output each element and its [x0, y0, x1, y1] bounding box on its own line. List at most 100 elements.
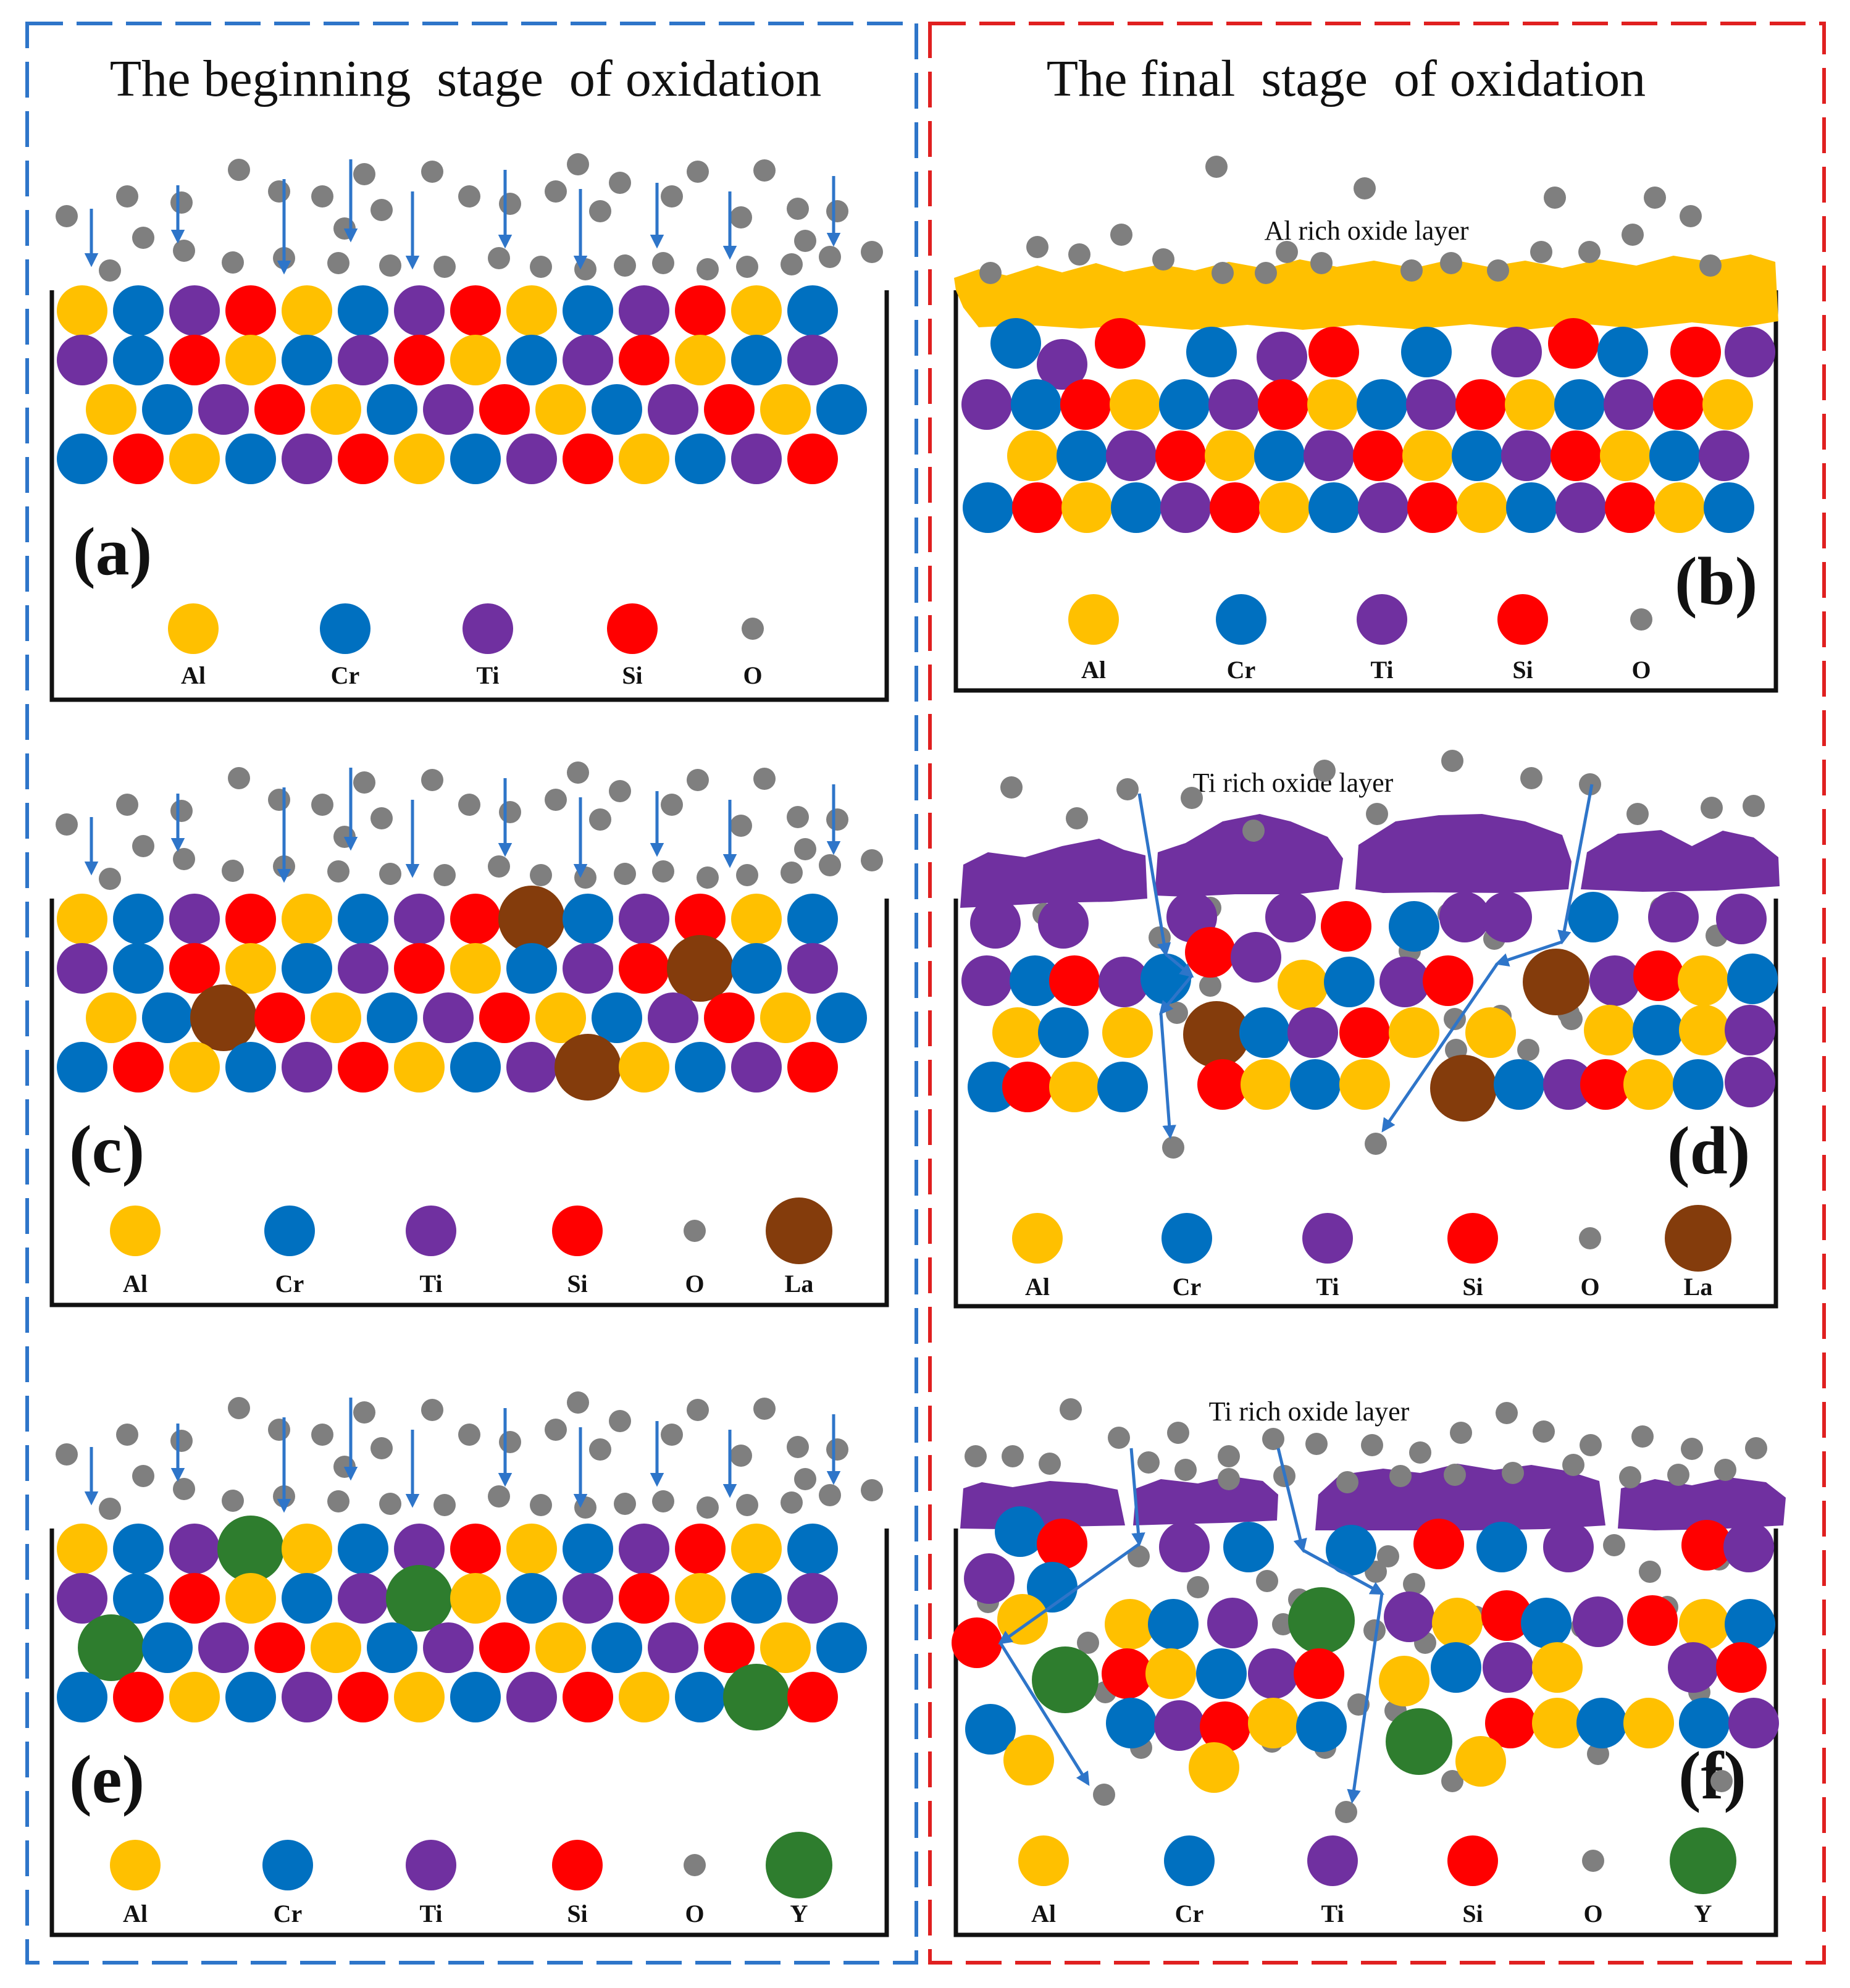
atom-cr: [282, 335, 332, 385]
oxygen-gas-atom-c: [614, 863, 636, 885]
atom-ti: [1555, 482, 1606, 533]
oxygen-gas-atom-f: [1363, 1619, 1386, 1642]
atom-cr: [1727, 954, 1778, 1004]
legend-swatch-b-ti: [1357, 594, 1407, 645]
atom-si: [1185, 927, 1236, 978]
atom-si: [1258, 379, 1308, 430]
oxygen-gas-atom-e: [567, 1391, 589, 1414]
oxygen-gas-atom-c: [222, 860, 244, 882]
atom-ti: [731, 434, 782, 484]
oxygen-gas-atom-b: [1544, 187, 1566, 209]
atom-al: [57, 285, 107, 336]
atom-ti: [169, 1524, 220, 1574]
oxygen-gas-atom-e: [589, 1438, 611, 1461]
legend-swatch-e-cr: [262, 1840, 313, 1890]
atom-cr: [113, 1573, 164, 1624]
atom-cr: [1111, 482, 1161, 533]
oxygen-gas-atom-d: [1626, 803, 1649, 825]
oxygen-gas-atom-a: [794, 230, 816, 252]
atom-ti: [1106, 430, 1157, 481]
atom-al: [311, 992, 361, 1043]
atom-ti: [1304, 430, 1354, 481]
oxygen-gas-atom-e: [268, 1419, 290, 1441]
atom-si: [1580, 1059, 1631, 1110]
oxygen-gas-atom-d: [1579, 773, 1601, 795]
atom-si: [1633, 950, 1684, 1001]
atom-si: [787, 1042, 838, 1093]
atom-cr: [995, 1506, 1045, 1557]
legend-swatch-d-al: [1012, 1213, 1063, 1264]
atom-cr: [282, 1573, 332, 1624]
oxide-layer-label-b: Al rich oxide layer: [1264, 216, 1468, 246]
oxide-layer-label-f: Ti rich oxide layer: [1209, 1396, 1410, 1427]
oxygen-gas-atom-f: [1619, 1466, 1641, 1488]
atom-si: [113, 1672, 164, 1722]
atom-si: [1155, 430, 1206, 481]
oxygen-gas-atom-e: [826, 1438, 848, 1461]
oxygen-gas-atom-c: [781, 862, 803, 884]
atom-ti: [423, 1622, 474, 1673]
legend-label-c-al: Al: [123, 1270, 148, 1298]
oxygen-gas-atom-f: [1377, 1545, 1399, 1567]
oxygen-gas-atom-a: [228, 159, 250, 181]
atom-si: [1485, 1698, 1536, 1748]
atom-cr: [1148, 1599, 1199, 1650]
atom-al: [1532, 1698, 1583, 1748]
atom-ti: [648, 1622, 698, 1673]
oxygen-gas-atom-f: [1128, 1545, 1150, 1567]
legend-label-d-ti: Ti: [1316, 1273, 1339, 1301]
legend-label-a-si: Si: [622, 661, 642, 689]
oxygen-gas-atom-a: [56, 205, 78, 227]
oxygen-gas-atom-f: [1174, 1459, 1197, 1481]
atom-al: [282, 1524, 332, 1574]
atom-cr: [731, 335, 782, 385]
atom-la: [555, 1034, 621, 1101]
final-stage-title: The final stage of oxidation: [1047, 50, 1646, 107]
legend-swatch-c-si: [552, 1206, 603, 1256]
atom-ti: [506, 434, 557, 484]
atom-cr: [1223, 1522, 1274, 1572]
oxygen-gas-atom-d: [1441, 750, 1463, 772]
atom-cr: [113, 1524, 164, 1574]
atom-al: [86, 992, 136, 1043]
atom-cr: [1597, 327, 1648, 377]
atom-si: [1339, 1007, 1390, 1058]
legend-label-b-ti: Ti: [1370, 656, 1393, 684]
arrows-layer: [84, 159, 1594, 1804]
atom-al: [1457, 482, 1507, 533]
atom-ti: [1481, 892, 1532, 942]
atom-cr: [1290, 1059, 1341, 1110]
atom-al: [1623, 1059, 1674, 1110]
atom-si: [787, 1672, 838, 1722]
atom-al: [1105, 1599, 1155, 1650]
diffusion-arrow: [1381, 962, 1499, 1133]
atom-al: [1007, 430, 1058, 481]
atom-al: [675, 1573, 726, 1624]
oxygen-gas-atom-e: [311, 1424, 333, 1446]
oxygen-gas-atom-f: [1639, 1561, 1661, 1583]
atom-si: [338, 434, 388, 484]
oxygen-gas-atom-d: [1365, 1133, 1387, 1155]
atom-si: [1413, 1519, 1464, 1569]
diffusion-arrow: [998, 1542, 1141, 1645]
diffusion-arrow: [1137, 793, 1171, 957]
legend-label-c-o: O: [685, 1270, 704, 1298]
oxygen-gas-atom-e: [379, 1493, 401, 1515]
al-rich-oxide-layer: [954, 254, 1778, 330]
diffusion-arrow: [1159, 1012, 1176, 1139]
panel-d-box: [953, 899, 1778, 1309]
atom-ti: [1159, 1522, 1210, 1572]
atom-al: [394, 1042, 445, 1093]
oxygen-gas-atom-c: [730, 815, 752, 837]
oxygen-gas-atom-f: [1336, 1471, 1358, 1493]
atom-al: [1455, 1736, 1506, 1787]
oxygen-gas-atom-e: [499, 1431, 521, 1453]
atom-cr: [675, 434, 726, 484]
atom-si: [394, 943, 445, 994]
atom-al: [311, 1622, 361, 1673]
atom-al: [450, 943, 501, 994]
atom-cr: [1506, 482, 1557, 533]
legend-swatch-f-al: [1018, 1835, 1069, 1886]
panel-label-d: (d): [1667, 1113, 1750, 1188]
legend-swatch-a-al: [168, 603, 219, 654]
